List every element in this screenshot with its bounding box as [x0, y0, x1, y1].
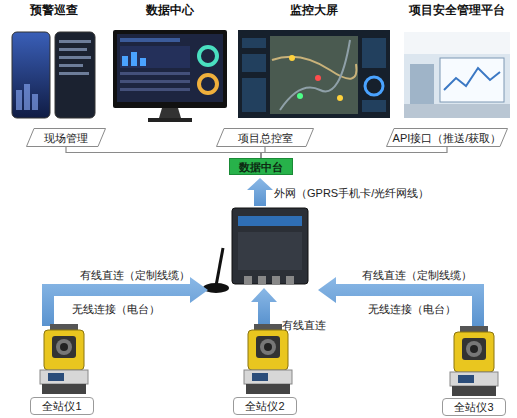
- uplink-arrow: [247, 178, 273, 206]
- connector-line: [261, 147, 447, 158]
- node-label: 全站仪1: [31, 399, 93, 413]
- antenna: [216, 248, 223, 286]
- photo-image: [404, 32, 510, 118]
- parallelogram-label: 项目总控室: [216, 128, 314, 147]
- link-label: 有线直连（定制线缆）: [362, 268, 472, 282]
- device-tag: 全站仪3: [442, 398, 506, 416]
- node-label: 全站仪3: [443, 400, 505, 414]
- link-label: 有线直连: [282, 318, 326, 332]
- link-arrow: [318, 277, 484, 326]
- parallelogram-label: API接口（推送/获取）: [386, 128, 508, 147]
- link-arrow: [251, 288, 277, 324]
- node-label: 项目总控室: [216, 131, 314, 145]
- device-tag: 全站仪1: [30, 397, 94, 415]
- node-heading: 监控大屏: [236, 2, 392, 18]
- screen-node: 数据中心: [110, 2, 230, 124]
- link-label: 无线连接（电台）: [72, 302, 160, 316]
- data-platform-box: 数据中台: [229, 158, 293, 175]
- screen-node: 预警巡查: [6, 2, 102, 122]
- screen-image: [238, 30, 390, 118]
- node-label: 现场管理: [26, 131, 106, 145]
- node-heading: 预警巡查: [6, 2, 102, 18]
- gateway-device: [232, 208, 308, 284]
- node-label: 数据中台: [230, 160, 292, 174]
- node-heading: 数据中心: [110, 2, 230, 18]
- link-label: 有线直连（定制线缆）: [80, 268, 190, 282]
- antenna-base: [203, 283, 229, 293]
- phone-image: [12, 32, 50, 118]
- link-arrow: [42, 277, 208, 326]
- link-label: 外网（GPRS手机卡/光纤网线）: [274, 186, 429, 200]
- phone-image: [55, 32, 95, 118]
- monitor-image: [113, 30, 227, 108]
- node-label: 全站仪2: [234, 399, 296, 413]
- node-heading: 项目安全管理平台: [400, 2, 514, 18]
- link-label: 无线连接（电台）: [368, 302, 456, 316]
- total-station: [244, 324, 292, 394]
- screen-node: 监控大屏: [236, 2, 392, 120]
- parallelogram-label: 现场管理: [26, 128, 106, 147]
- device-tag: 全站仪2: [233, 397, 297, 415]
- total-station: [450, 326, 498, 396]
- connector-line: [66, 147, 261, 158]
- node-label: API接口（推送/获取）: [386, 131, 508, 145]
- screen-node: 项目安全管理平台: [400, 2, 514, 120]
- total-station: [40, 324, 88, 394]
